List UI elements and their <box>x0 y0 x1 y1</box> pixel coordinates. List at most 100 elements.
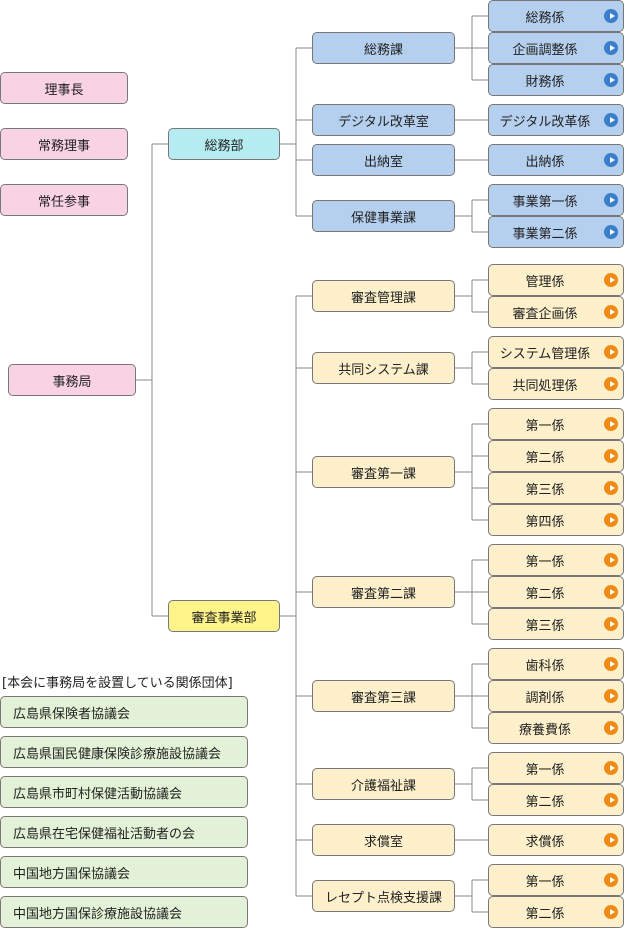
section-box-label: 療養費係 <box>518 722 571 738</box>
section-box[interactable]: システム管理係 <box>488 336 624 368</box>
chevron-right-icon <box>604 449 618 463</box>
division-box[interactable]: 審査管理課 <box>312 280 455 312</box>
section-box[interactable]: 事業第二係 <box>488 216 624 248</box>
section-box[interactable]: 第一係 <box>488 752 624 784</box>
related-group-item[interactable]: 広島県市町村保健活動協議会 <box>0 776 248 808</box>
division-box[interactable]: 保健事業課 <box>312 200 455 232</box>
section-box[interactable]: 共同処理係 <box>488 368 624 400</box>
secretariat-label: 事務局 <box>52 374 92 390</box>
section-box-label: 審査企画係 <box>512 306 578 322</box>
section-box[interactable]: 調剤係 <box>488 680 624 712</box>
chevron-right-icon <box>604 513 618 527</box>
division-box[interactable]: 審査第三課 <box>312 680 455 712</box>
chevron-right-icon <box>604 305 618 319</box>
chevron-right-icon <box>604 153 618 167</box>
officer-label: 理事長 <box>44 82 84 98</box>
chevron-right-icon <box>604 41 618 55</box>
department-box[interactable]: 総務部 <box>168 128 280 160</box>
chevron-right-icon <box>604 9 618 23</box>
chevron-right-icon <box>604 481 618 495</box>
section-box-label: 第二係 <box>525 794 565 810</box>
secretariat-box[interactable]: 事務局 <box>8 364 136 396</box>
section-box[interactable]: デジタル改革係 <box>488 104 624 136</box>
chevron-right-icon <box>604 193 618 207</box>
section-box-label: 第二係 <box>525 586 565 602</box>
section-box-label: 第三係 <box>525 618 565 634</box>
related-group-label: 中国地方国保協議会 <box>13 866 131 882</box>
related-group-item[interactable]: 中国地方国保診療施設協議会 <box>0 896 248 928</box>
section-box-label: 第二係 <box>525 906 565 922</box>
section-box-label: 第一係 <box>525 554 565 570</box>
division-box[interactable]: 求償室 <box>312 824 455 856</box>
chevron-right-icon <box>604 793 618 807</box>
related-groups-heading: [本会に事務局を設置している関係団体] <box>2 676 233 691</box>
section-box[interactable]: 第四係 <box>488 504 624 536</box>
section-box[interactable]: 第二係 <box>488 896 624 928</box>
division-box-label: 審査管理課 <box>350 290 416 306</box>
division-box[interactable]: デジタル改革室 <box>312 104 455 136</box>
related-group-item[interactable]: 広島県在宅保健福祉活動者の会 <box>0 816 248 848</box>
section-box[interactable]: 出納係 <box>488 144 624 176</box>
section-box[interactable]: 求償係 <box>488 824 624 856</box>
chevron-right-icon <box>604 905 618 919</box>
related-group-label: 広島県国民健康保険診療施設協議会 <box>13 746 222 762</box>
section-box-label: 共同処理係 <box>512 378 578 394</box>
chevron-right-icon <box>604 553 618 567</box>
section-box[interactable]: 管理係 <box>488 264 624 296</box>
section-box[interactable]: 総務係 <box>488 0 624 32</box>
chevron-right-icon <box>604 273 618 287</box>
division-box[interactable]: レセプト点検支援課 <box>312 880 455 912</box>
division-box-label: 審査第二課 <box>350 586 416 602</box>
section-box[interactable]: 療養費係 <box>488 712 624 744</box>
division-box[interactable]: 出納室 <box>312 144 455 176</box>
section-box[interactable]: 第二係 <box>488 576 624 608</box>
section-box[interactable]: 第三係 <box>488 472 624 504</box>
chevron-right-icon <box>604 113 618 127</box>
section-box[interactable]: 第二係 <box>488 440 624 472</box>
division-box-label: レセプト点検支援課 <box>324 890 442 906</box>
section-box[interactable]: 第一係 <box>488 408 624 440</box>
division-box-label: 総務課 <box>363 42 403 58</box>
related-group-item[interactable]: 広島県保険者協議会 <box>0 696 248 728</box>
division-box[interactable]: 審査第一課 <box>312 456 455 488</box>
section-box[interactable]: 歯科係 <box>488 648 624 680</box>
section-box[interactable]: 企画調整係 <box>488 32 624 64</box>
section-box-label: デジタル改革係 <box>499 114 591 130</box>
related-group-label: 広島県保険者協議会 <box>13 706 131 722</box>
officer-label: 常務理事 <box>37 138 90 154</box>
division-box[interactable]: 共同システム課 <box>312 352 455 384</box>
chevron-right-icon <box>604 377 618 391</box>
section-box[interactable]: 事業第一係 <box>488 184 624 216</box>
section-box-label: 出納係 <box>525 154 565 170</box>
section-box[interactable]: 審査企画係 <box>488 296 624 328</box>
department-box[interactable]: 審査事業部 <box>168 600 280 632</box>
officer-executive-director[interactable]: 常務理事 <box>0 128 128 160</box>
chevron-right-icon <box>604 73 618 87</box>
division-box[interactable]: 審査第二課 <box>312 576 455 608</box>
section-box-label: 第二係 <box>525 450 565 466</box>
related-group-label: 広島県在宅保健福祉活動者の会 <box>13 826 196 842</box>
section-box-label: 事業第一係 <box>512 194 578 210</box>
section-box-label: 第一係 <box>525 874 565 890</box>
officer-chairman[interactable]: 理事長 <box>0 72 128 104</box>
section-box-label: 歯科係 <box>525 658 565 674</box>
section-box[interactable]: 第三係 <box>488 608 624 640</box>
officer-standing-counselor[interactable]: 常任参事 <box>0 184 128 216</box>
chevron-right-icon <box>604 585 618 599</box>
division-box[interactable]: 総務課 <box>312 32 455 64</box>
chevron-right-icon <box>604 617 618 631</box>
division-box[interactable]: 介護福祉課 <box>312 768 455 800</box>
section-box[interactable]: 財務係 <box>488 64 624 96</box>
section-box[interactable]: 第一係 <box>488 544 624 576</box>
related-group-label: 中国地方国保診療施設協議会 <box>13 906 183 922</box>
division-box-label: 共同システム課 <box>338 362 429 378</box>
chevron-right-icon <box>604 721 618 735</box>
related-group-item[interactable]: 中国地方国保協議会 <box>0 856 248 888</box>
division-box-label: 求償室 <box>363 834 403 850</box>
section-box[interactable]: 第二係 <box>488 784 624 816</box>
chevron-right-icon <box>604 345 618 359</box>
related-group-item[interactable]: 広島県国民健康保険診療施設協議会 <box>0 736 248 768</box>
section-box[interactable]: 第一係 <box>488 864 624 896</box>
chevron-right-icon <box>604 689 618 703</box>
